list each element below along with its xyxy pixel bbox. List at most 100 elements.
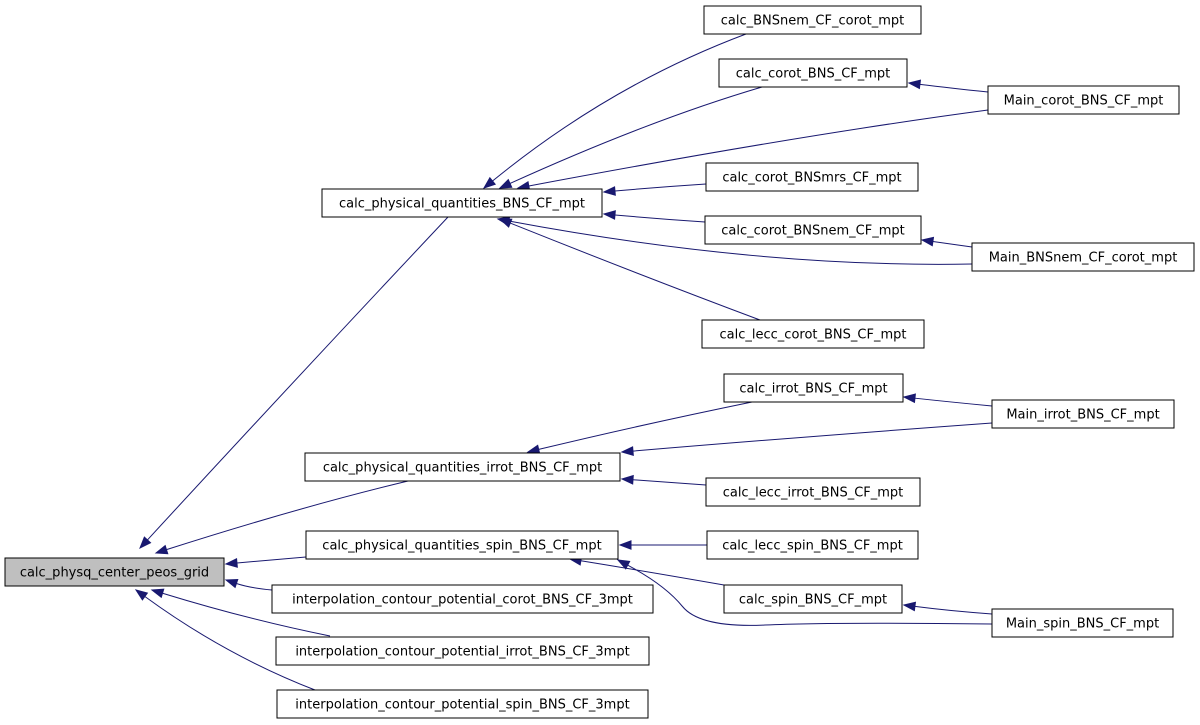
edge-maincorot-to-pq bbox=[516, 109, 989, 191]
edge-line bbox=[627, 564, 993, 626]
edge-icc-to-root bbox=[224, 578, 273, 591]
edge-line bbox=[236, 556, 307, 564]
node-label: interpolation_contour_potential_spin_BNS… bbox=[295, 698, 629, 713]
edge-line bbox=[614, 183, 707, 192]
arrowhead bbox=[526, 444, 541, 455]
node-bnsnemcc[interactable]: calc_BNSnem_CF_corot_mpt bbox=[703, 5, 922, 35]
node-box bbox=[701, 319, 925, 349]
node-label: calc_lecc_corot_BNS_CF_mpt bbox=[720, 328, 907, 343]
edge-line bbox=[147, 216, 449, 541]
edge-line bbox=[914, 605, 993, 615]
node-leccirrot[interactable]: calc_lecc_irrot_BNS_CF_mpt bbox=[705, 477, 921, 507]
node-box bbox=[271, 584, 654, 614]
arrowhead bbox=[616, 559, 631, 570]
node-box bbox=[991, 608, 1174, 638]
node-label: calc_corot_BNSnem_CF_mpt bbox=[721, 224, 904, 239]
node-box bbox=[723, 584, 903, 614]
edges-layer bbox=[134, 33, 993, 691]
node-leccspin[interactable]: calc_lecc_spin_BNS_CF_mpt bbox=[706, 530, 919, 560]
node-mainspin[interactable]: Main_spin_BNS_CF_mpt bbox=[991, 608, 1174, 638]
edge-line bbox=[492, 33, 747, 182]
arrowhead bbox=[498, 178, 513, 189]
node-lecccorot[interactable]: calc_lecc_corot_BNS_CF_mpt bbox=[701, 319, 925, 349]
node-label: calc_physical_quantities_BNS_CF_mpt bbox=[339, 197, 585, 212]
edge-line bbox=[632, 479, 707, 486]
edge-mainspin-to-spin bbox=[902, 601, 993, 615]
arrowhead bbox=[902, 393, 916, 404]
arrowhead bbox=[602, 210, 616, 220]
edge-bnsnemcc-to-pq bbox=[482, 33, 747, 189]
arrowhead bbox=[920, 236, 935, 247]
arrowhead bbox=[620, 446, 634, 456]
edge-corot-to-pq bbox=[498, 86, 763, 189]
node-corot[interactable]: calc_corot_BNS_CF_mpt bbox=[718, 58, 908, 88]
node-corotnem[interactable]: calc_corot_BNSnem_CF_mpt bbox=[704, 215, 922, 245]
edge-line bbox=[236, 583, 273, 591]
node-root[interactable]: calc_physq_center_peos_grid bbox=[4, 557, 225, 587]
node-label: calc_lecc_spin_BNS_CF_mpt bbox=[722, 539, 903, 554]
arrowhead bbox=[902, 601, 917, 612]
node-box bbox=[705, 162, 919, 192]
node-label: Main_irrot_BNS_CF_mpt bbox=[1006, 408, 1159, 423]
node-icc[interactable]: interpolation_contour_potential_corot_BN… bbox=[271, 584, 654, 614]
node-box bbox=[991, 399, 1175, 429]
edge-line bbox=[580, 560, 725, 586]
node-label: calc_corot_BNS_CF_mpt bbox=[736, 67, 891, 82]
arrowhead bbox=[907, 79, 922, 90]
node-label: Main_spin_BNS_CF_mpt bbox=[1006, 617, 1159, 632]
edge-line bbox=[509, 86, 763, 184]
edge-line bbox=[914, 397, 993, 407]
edge-mainirrot-to-irrot bbox=[902, 393, 993, 407]
arrowhead bbox=[224, 558, 238, 568]
arrowhead bbox=[224, 578, 239, 589]
arrowhead bbox=[134, 589, 149, 601]
node-box bbox=[305, 530, 619, 560]
node-corotmrs[interactable]: calc_corot_BNSmrs_CF_mpt bbox=[705, 162, 919, 192]
node-irrot[interactable]: calc_irrot_BNS_CF_mpt bbox=[723, 373, 904, 403]
node-mainnem[interactable]: Main_BNSnem_CF_corot_mpt bbox=[971, 242, 1195, 272]
edge-mainirrot-to-pqi bbox=[620, 422, 993, 456]
node-box bbox=[321, 188, 603, 218]
edge-lecccorot-to-pq bbox=[498, 218, 761, 321]
node-label: Main_corot_BNS_CF_mpt bbox=[1004, 94, 1164, 109]
edge-line bbox=[932, 241, 973, 248]
node-mainirrot[interactable]: Main_irrot_BNS_CF_mpt bbox=[991, 399, 1175, 429]
node-label: calc_lecc_irrot_BNS_CF_mpt bbox=[723, 486, 904, 501]
node-box bbox=[704, 215, 922, 245]
node-box bbox=[276, 689, 649, 719]
node-box bbox=[987, 85, 1180, 115]
edge-pq-to-root bbox=[139, 216, 449, 550]
edge-line bbox=[528, 109, 989, 187]
nodes-layer: calc_physq_center_peos_grid calc_physical… bbox=[4, 5, 1195, 719]
edge-ici-to-root bbox=[150, 588, 331, 637]
node-maincorot[interactable]: Main_corot_BNS_CF_mpt bbox=[987, 85, 1180, 115]
node-pq[interactable]: calc_physical_quantities_BNS_CF_mpt bbox=[321, 188, 603, 218]
edge-line bbox=[919, 83, 989, 93]
node-pqi[interactable]: calc_physical_quantities_irrot_BNS_CF_mp… bbox=[304, 452, 621, 482]
arrowhead bbox=[602, 186, 616, 196]
edge-spin-to-pqs bbox=[568, 555, 725, 586]
edge-line bbox=[614, 214, 706, 223]
edge-pqi-to-root bbox=[154, 480, 409, 555]
arrowhead bbox=[620, 474, 634, 485]
node-pqs[interactable]: calc_physical_quantities_spin_BNS_CF_mpt bbox=[305, 530, 619, 560]
edge-leccirrot-to-pqi bbox=[620, 474, 707, 486]
arrowhead bbox=[154, 544, 169, 555]
node-ics[interactable]: interpolation_contour_potential_spin_BNS… bbox=[276, 689, 649, 719]
node-box bbox=[4, 557, 225, 587]
node-spin[interactable]: calc_spin_BNS_CF_mpt bbox=[723, 584, 903, 614]
node-label: calc_physical_quantities_spin_BNS_CF_mpt bbox=[322, 539, 601, 554]
edge-line bbox=[144, 596, 316, 691]
node-box bbox=[971, 242, 1195, 272]
arrowhead bbox=[618, 540, 632, 550]
node-label: calc_BNSnem_CF_corot_mpt bbox=[721, 14, 904, 29]
edge-line bbox=[510, 222, 761, 321]
node-ici[interactable]: interpolation_contour_potential_irrot_BN… bbox=[275, 636, 650, 666]
edge-corotmrs-to-pq bbox=[602, 183, 707, 196]
node-label: calc_corot_BNSmrs_CF_mpt bbox=[722, 171, 901, 186]
edge-leccspin-to-pqs bbox=[618, 540, 708, 550]
node-label: Main_BNSnem_CF_corot_mpt bbox=[989, 251, 1178, 266]
edge-line bbox=[162, 592, 331, 637]
node-label: interpolation_contour_potential_corot_BN… bbox=[292, 593, 633, 608]
